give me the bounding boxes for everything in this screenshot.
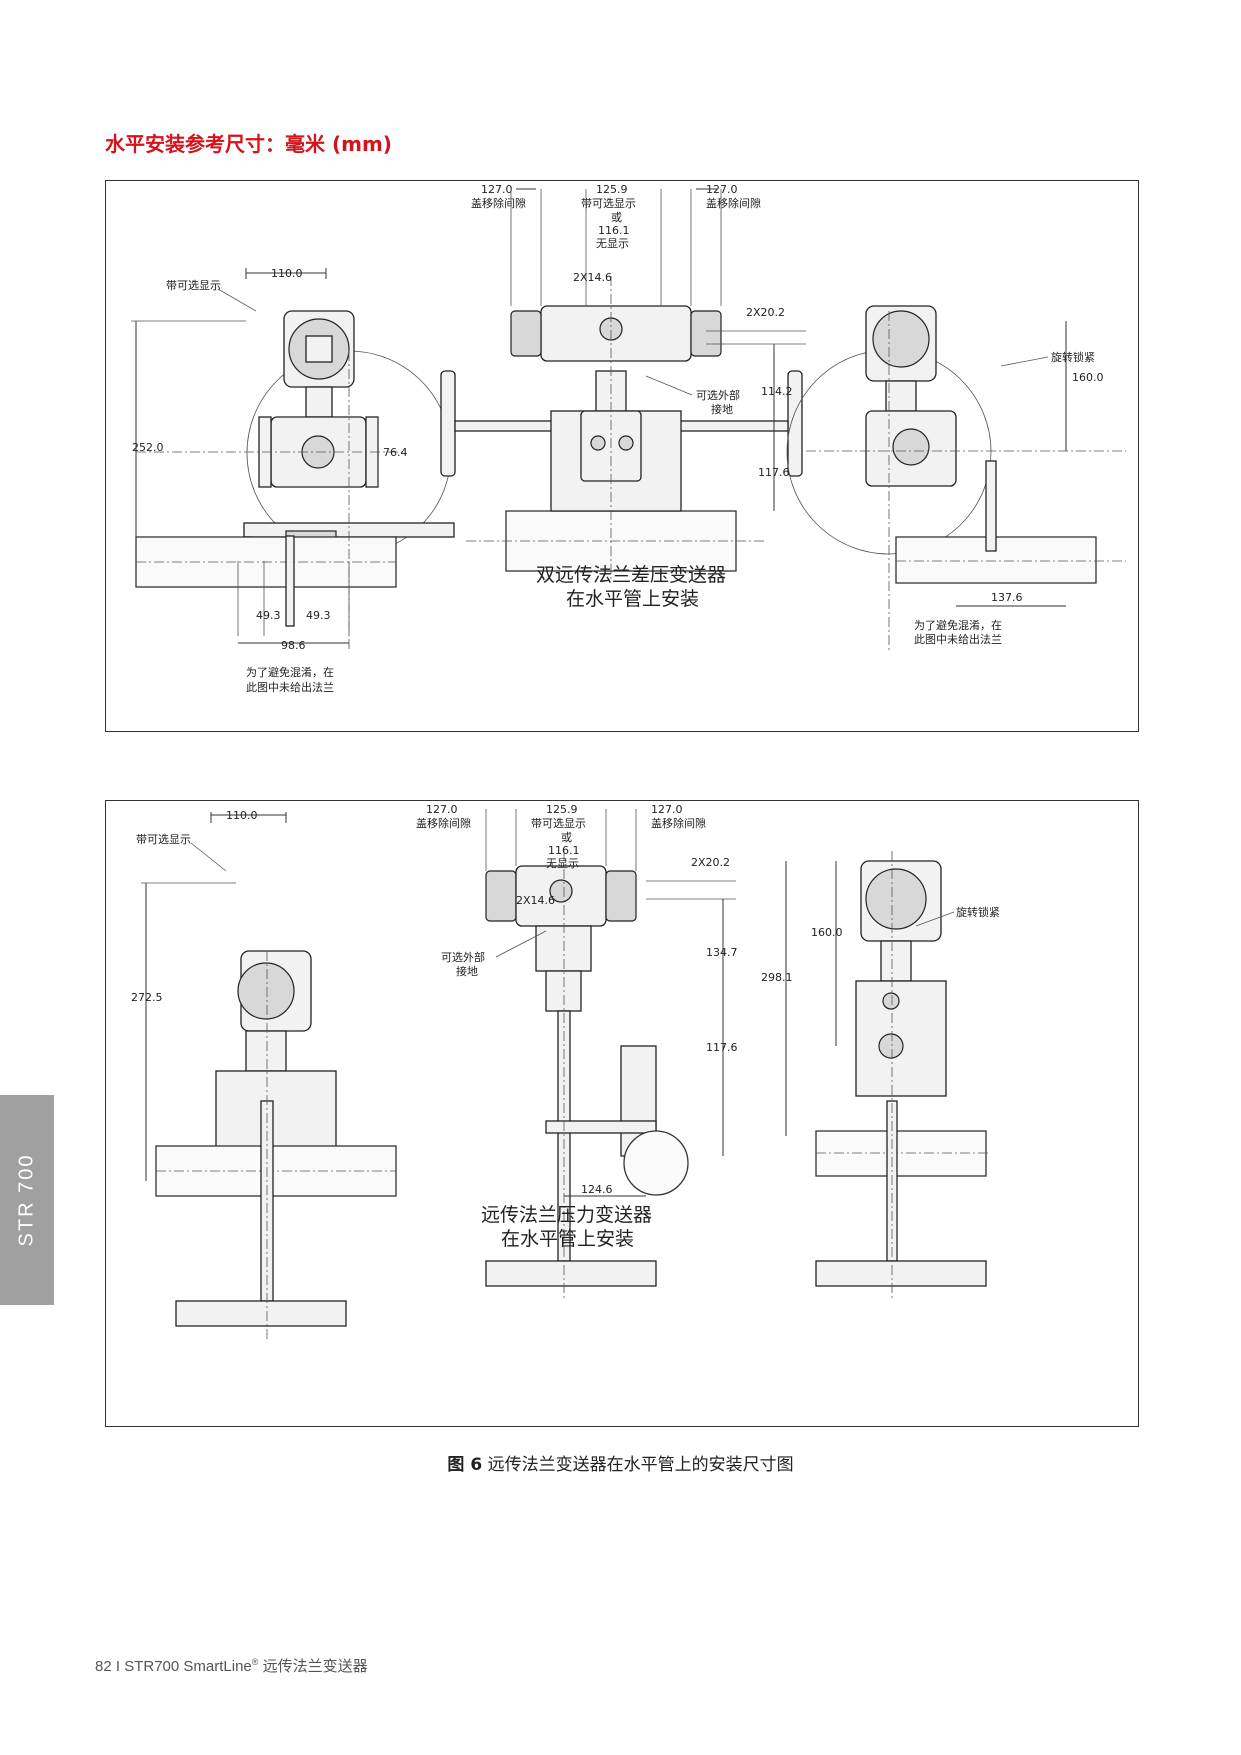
clear-left: 127.0 (426, 803, 458, 816)
caption-1: 远传法兰压力变送器 (481, 1204, 652, 1226)
display-width: 125.9 (596, 183, 628, 196)
dim-76: 76.4 (383, 446, 408, 459)
ground-label-2: 接地 (711, 403, 733, 416)
side-tab: STR 700 (0, 1095, 54, 1305)
display-note-2: 或 (611, 211, 622, 224)
note-flange-left-1: 为了避免混淆，在 (246, 665, 334, 679)
display-note-3: 无显示 (596, 237, 629, 250)
dim-height-left: 272.5 (131, 991, 163, 1004)
note-flange-left-2: 此图中未给出法兰 (246, 680, 334, 694)
footer-title: 远传法兰变送器 (262, 1658, 368, 1675)
clear-right-note: 盖移除间隙 (651, 816, 706, 830)
dim-160: 160.0 (811, 926, 843, 939)
display-width: 125.9 (546, 803, 578, 816)
figure-number: 图 6 (447, 1455, 483, 1475)
footer-reg: ® (251, 1657, 259, 1667)
clear-right-note: 盖移除间隙 (706, 196, 761, 210)
dim-width-left: 110.0 (271, 267, 303, 280)
hole-b: 2X20.2 (746, 306, 785, 319)
display-label: 带可选显示 (166, 279, 221, 292)
display-no: 116.1 (548, 844, 580, 857)
dim-49b: 49.3 (306, 609, 331, 622)
figure-text: 远传法兰变送器在水平管上的安装尺寸图 (487, 1455, 794, 1475)
display-no: 116.1 (598, 224, 630, 237)
footer-product: STR700 SmartLine (124, 1658, 252, 1675)
dim-width-left: 110.0 (226, 809, 258, 822)
rotate-label: 旋转锁紧 (956, 905, 1000, 919)
caption-2: 在水平管上安装 (566, 588, 699, 610)
page-number: 82 (95, 1658, 112, 1675)
dim-117: 117.6 (758, 466, 790, 479)
left-side-view (155, 950, 397, 1341)
section-heading: 水平安装参考尺寸：毫米 (mm) (105, 132, 392, 156)
ground-label-1: 可选外部 (696, 388, 740, 402)
figure-caption: 图 6 远传法兰变送器在水平管上的安装尺寸图 (0, 1450, 1241, 1475)
display-label: 带可选显示 (136, 833, 191, 846)
display-note-1: 带可选显示 (581, 197, 636, 210)
left-side-view (135, 310, 455, 651)
rotate-label: 旋转锁紧 (1051, 350, 1095, 364)
pressure-transmitter-drawing: 110.0 带可选显示 272.5 127.0 盖移除间隙 125.9 带可选显… (131, 803, 1000, 1341)
dim-49a: 49.3 (256, 609, 281, 622)
caption-2: 在水平管上安装 (501, 1228, 634, 1250)
side-tab-label: STR 700 (15, 1153, 38, 1247)
ground-label-1: 可选外部 (441, 950, 485, 964)
dim-114: 114.2 (761, 385, 793, 398)
dp-transmitter-drawing-panel: 110.0 带可选显示 252.0 76.4 49.3 49.3 98.6 为了… (105, 180, 1139, 732)
display-note-2: 或 (561, 831, 572, 844)
clear-right: 127.0 (706, 183, 738, 196)
center-front-view (485, 851, 689, 1301)
dim-298: 298.1 (761, 971, 793, 984)
right-side-view (786, 305, 1126, 651)
right-side-view (815, 851, 991, 1301)
clear-left-note: 盖移除间隙 (416, 816, 471, 830)
dim-124: 124.6 (581, 1183, 613, 1196)
clear-right: 127.0 (651, 803, 683, 816)
hole-a: 2X14.6 (573, 271, 612, 284)
page-footer: 82 I STR700 SmartLine® 远传法兰变送器 (95, 1657, 368, 1675)
dp-transmitter-drawing: 110.0 带可选显示 252.0 76.4 49.3 49.3 98.6 为了… (131, 183, 1126, 694)
display-note-1: 带可选显示 (531, 817, 586, 830)
display-note-3: 无显示 (546, 857, 579, 870)
note-flange-right-2: 此图中未给出法兰 (914, 632, 1002, 646)
dim-117: 117.6 (706, 1041, 738, 1054)
dim-137: 137.6 (991, 591, 1023, 604)
clear-left-note: 盖移除间隙 (471, 196, 526, 210)
dim-134: 134.7 (706, 946, 738, 959)
caption-1: 双远传法兰差压变送器 (536, 564, 726, 586)
dim-height-right: 160.0 (1072, 371, 1104, 384)
dim-98: 98.6 (281, 639, 306, 652)
clear-left: 127.0 (481, 183, 513, 196)
note-flange-right-1: 为了避免混淆，在 (914, 618, 1002, 632)
hole-b: 2X20.2 (691, 856, 730, 869)
dim-height-left: 252.0 (132, 441, 164, 454)
ground-label-2: 接地 (456, 965, 478, 978)
center-front-view (440, 276, 803, 581)
hole-a: 2X14.6 (516, 894, 555, 907)
pressure-transmitter-drawing-panel: 110.0 带可选显示 272.5 127.0 盖移除间隙 125.9 带可选显… (105, 800, 1139, 1427)
